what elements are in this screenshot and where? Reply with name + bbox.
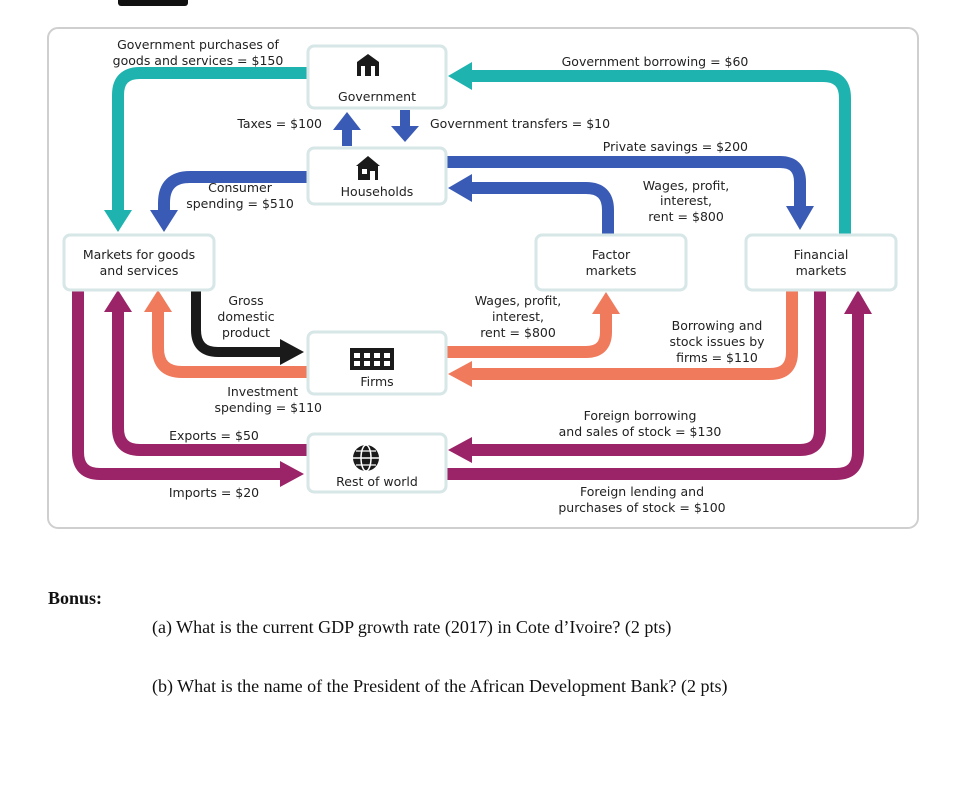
- cropped-title-fragment: [118, 0, 188, 6]
- arrowhead-wages-households: [448, 174, 472, 202]
- node-factor-markets-label-1: Factor: [592, 247, 631, 262]
- flow-gov-borrowing: [470, 70, 851, 235]
- label-gdp-3: product: [222, 325, 270, 340]
- flow-foreign-lending: [446, 312, 864, 480]
- arrowhead-imports: [280, 461, 304, 487]
- node-rest-of-world: Rest of world: [306, 432, 448, 494]
- node-markets-goods-label-2: and services: [100, 263, 179, 278]
- flow-private-savings: [446, 156, 806, 208]
- label-wages-households-2: interest,: [660, 193, 712, 208]
- node-markets-goods: Markets for goods and services: [62, 233, 216, 292]
- node-markets-goods-label-1: Markets for goods: [83, 247, 195, 262]
- government-building-icon: [357, 54, 379, 76]
- label-wages-firms-2: interest,: [492, 309, 544, 324]
- label-borrowing-firms-1: Borrowing and: [672, 318, 763, 333]
- label-imports: Imports = $20: [169, 485, 259, 500]
- label-wages-firms-1: Wages, profit,: [475, 293, 562, 308]
- label-gdp-2: domestic: [217, 309, 274, 324]
- arrowhead-private-savings: [786, 206, 814, 230]
- flow-gov-transfers: [400, 110, 410, 128]
- flow-wages-households: [470, 182, 614, 235]
- label-wages-households-1: Wages, profit,: [643, 178, 730, 193]
- house-icon: [356, 156, 380, 180]
- flow-gov-purchases: [112, 67, 308, 212]
- arrowhead-consumer-spending: [150, 210, 178, 232]
- bonus-heading-text: Bonus: [48, 588, 97, 608]
- arrowhead-borrowing-firms: [448, 361, 472, 387]
- factory-icon: [350, 348, 394, 370]
- flow-foreign-borrowing: [470, 290, 826, 456]
- node-rest-of-world-label: Rest of world: [336, 474, 418, 489]
- label-investment-2: spending = $110: [214, 400, 322, 415]
- flow-exports: [112, 310, 308, 456]
- arrowhead-foreign-borrowing: [448, 437, 472, 463]
- label-gov-transfers: Government transfers = $10: [430, 116, 610, 131]
- label-gov-purchases-2: goods and services = $150: [113, 53, 284, 68]
- bonus-question-b: (b) What is the name of the President of…: [152, 676, 728, 696]
- label-taxes: Taxes = $100: [236, 116, 322, 131]
- arrowhead-gov-transfers: [391, 126, 419, 142]
- label-gov-borrowing: Government borrowing = $60: [562, 54, 749, 69]
- arrowhead-gdp: [280, 339, 304, 365]
- node-firms-label: Firms: [360, 374, 393, 389]
- label-consumer-spending-1: Consumer: [208, 180, 273, 195]
- arrowhead-investment: [144, 290, 172, 312]
- label-investment-1: Investment: [227, 384, 298, 399]
- bonus-heading: Bonus:: [48, 588, 103, 608]
- label-gdp-1: Gross: [228, 293, 263, 308]
- label-foreign-lending-2: purchases of stock = $100: [558, 500, 725, 515]
- label-wages-firms-3: rent = $800: [480, 325, 556, 340]
- label-foreign-borrowing-2: and sales of stock = $130: [559, 424, 722, 439]
- node-factor-markets-label-2: markets: [586, 263, 637, 278]
- arrowhead-gov-purchases: [104, 210, 132, 232]
- label-wages-households-3: rent = $800: [648, 209, 724, 224]
- arrowhead-gov-borrowing: [448, 62, 472, 90]
- bonus-question-a: (a) What is the current GDP growth rate …: [152, 617, 672, 637]
- flow-gdp: [191, 290, 282, 357]
- arrowhead-exports: [104, 290, 132, 312]
- flow-borrowing-firms: [470, 290, 798, 380]
- globe-icon: [353, 444, 379, 472]
- node-firms: Firms: [306, 330, 448, 396]
- flow-consumer-spending: [158, 171, 308, 212]
- label-exports: Exports = $50: [169, 428, 259, 443]
- node-households: Households: [306, 146, 448, 206]
- flow-imports: [72, 290, 282, 480]
- arrowhead-foreign-lending: [844, 290, 872, 314]
- node-factor-markets: Factor markets: [534, 233, 688, 292]
- node-financial-markets-label-2: markets: [796, 263, 847, 278]
- node-financial-markets-label-1: Financial: [794, 247, 849, 262]
- circular-flow-diagram: Government Households Markets for goods …: [47, 27, 919, 529]
- flow-taxes: [342, 128, 352, 146]
- label-consumer-spending-2: spending = $510: [186, 196, 294, 211]
- arrowhead-wages-firms: [592, 292, 620, 314]
- node-government-label: Government: [338, 89, 416, 104]
- node-government: Government: [306, 44, 448, 110]
- label-foreign-lending-1: Foreign lending and: [580, 484, 704, 499]
- node-financial-markets: Financial markets: [744, 233, 898, 292]
- label-private-savings: Private savings = $200: [603, 139, 748, 154]
- node-households-label: Households: [341, 184, 414, 199]
- flow-investment: [152, 310, 308, 378]
- label-foreign-borrowing-1: Foreign borrowing: [584, 408, 697, 423]
- label-borrowing-firms-2: stock issues by: [669, 334, 765, 349]
- diagram-frame: [47, 27, 919, 529]
- label-borrowing-firms-3: firms = $110: [676, 350, 758, 365]
- label-gov-purchases-1: Government purchases of: [117, 37, 279, 52]
- arrowhead-taxes: [333, 112, 361, 130]
- flow-wages-firms: [446, 312, 612, 358]
